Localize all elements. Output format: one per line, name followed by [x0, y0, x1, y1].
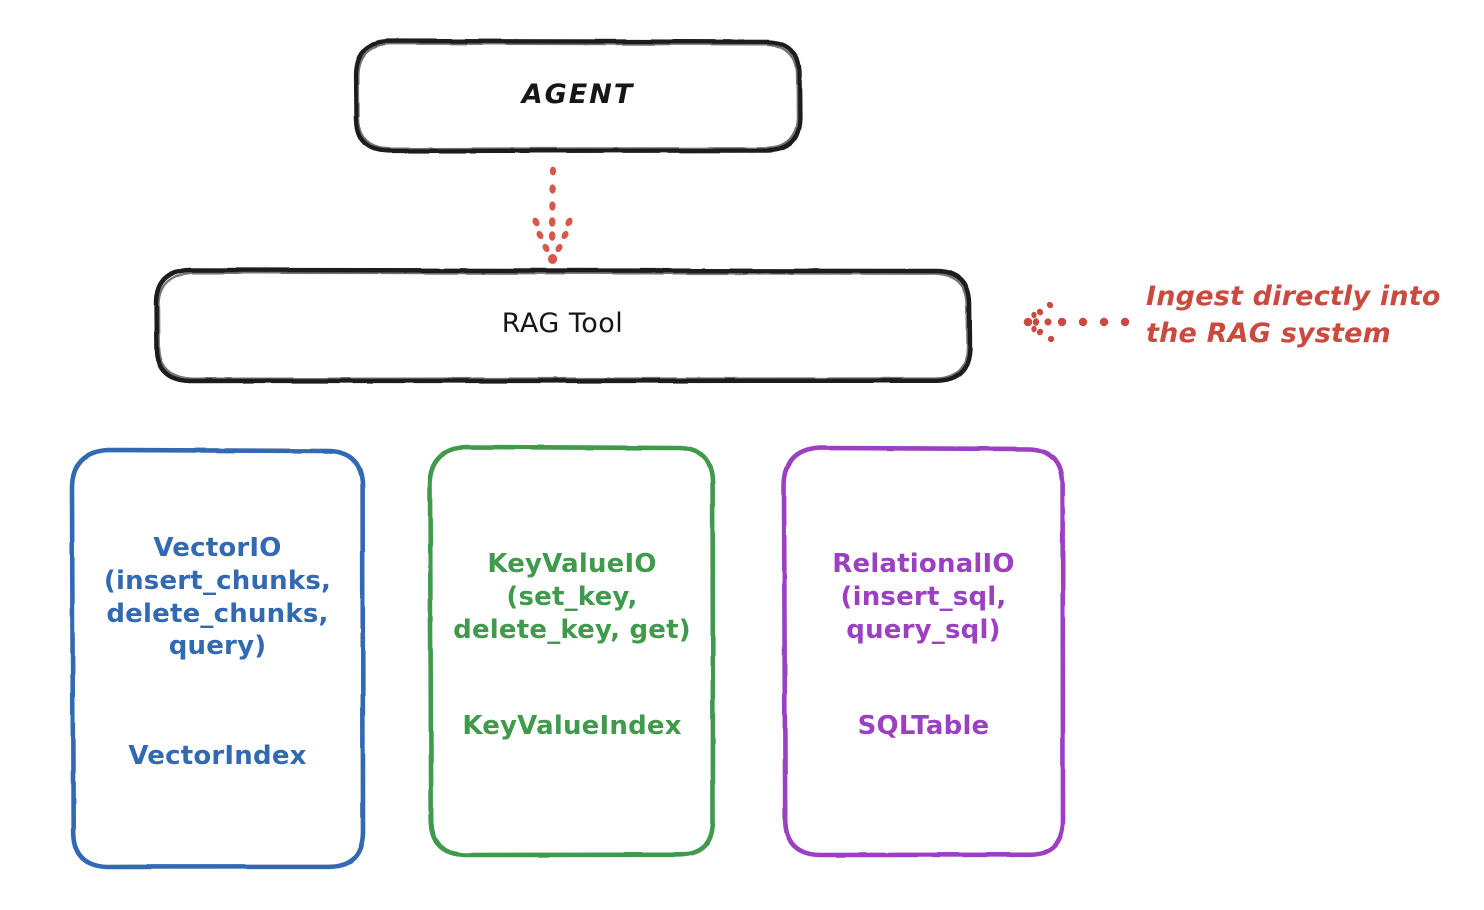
ingest-annotation-text: Ingest directly into the RAG system	[1146, 281, 1441, 350]
keyvalueio-node[interactable]	[427, 444, 716, 858]
relationalio-node[interactable]	[781, 445, 1066, 858]
agent-to-rag-arrow	[532, 166, 573, 264]
vectorio-node[interactable]	[69, 447, 366, 870]
rag-tool-node[interactable]	[153, 267, 973, 384]
ingest-arrow	[1023, 301, 1130, 343]
agent-node[interactable]	[353, 38, 803, 154]
